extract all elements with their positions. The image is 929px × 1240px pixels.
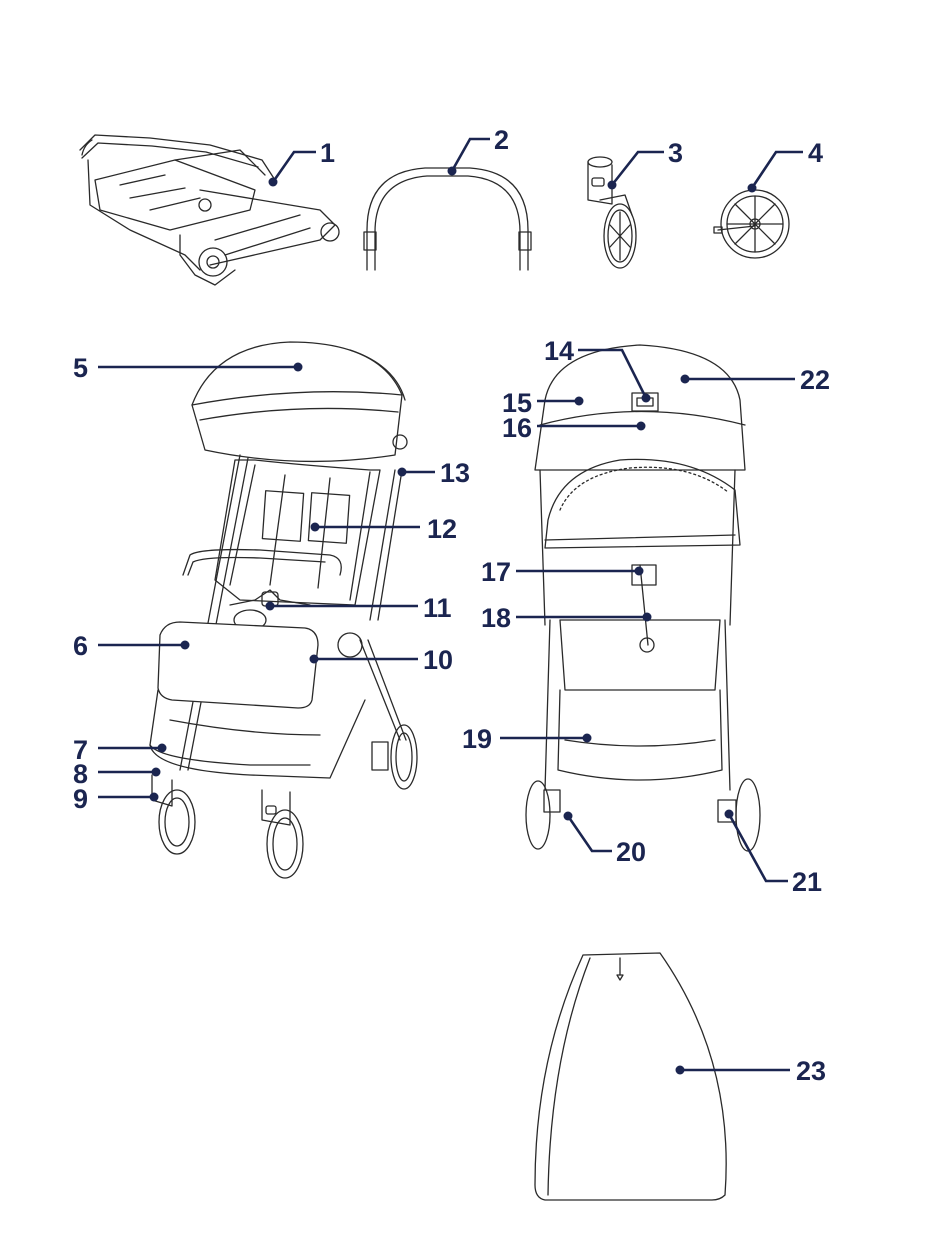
callout-number: 2: [494, 125, 509, 155]
callout-number: 7: [73, 735, 88, 765]
callout-dot: [447, 166, 457, 176]
stroller-front-view-illustration: [149, 341, 418, 879]
callout-21: 21: [724, 809, 822, 897]
callout-dot: [563, 811, 573, 821]
callout-number: 16: [502, 413, 532, 443]
callout-4: 4: [747, 138, 823, 193]
callout-18: 18: [481, 603, 652, 633]
callout-10: 10: [309, 645, 453, 675]
callout-dot: [607, 180, 617, 190]
callout-dot: [309, 654, 319, 664]
callout-9: 9: [73, 784, 159, 814]
callout-number: 22: [800, 365, 830, 395]
callout-dot: [157, 743, 167, 753]
callout-dot: [680, 374, 690, 384]
callout-dot: [641, 393, 651, 403]
callout-leader-line: [727, 813, 788, 883]
callout-number: 18: [481, 603, 511, 633]
callout-11: 11: [265, 593, 452, 623]
stroller-rear-view-illustration: [525, 344, 761, 852]
callout-dot: [293, 362, 303, 372]
callout-leader-line: [578, 348, 648, 399]
callout-20: 20: [563, 811, 646, 867]
callout-number: 10: [423, 645, 453, 675]
callout-dot: [634, 566, 644, 576]
callout-23: 23: [675, 1056, 826, 1086]
callout-number: 1: [320, 138, 335, 168]
callout-leader-line: [610, 150, 664, 186]
callout-number: 13: [440, 458, 470, 488]
callout-dot: [397, 467, 407, 477]
callout-leader-line: [450, 137, 490, 172]
callout-1: 1: [268, 138, 335, 187]
callout-number: 20: [616, 837, 646, 867]
callout-leader-line: [566, 815, 612, 853]
storage-bag-illustration: [534, 952, 727, 1201]
callout-dot: [151, 767, 161, 777]
rear-wheel-illustration: [713, 189, 790, 259]
callout-number: 9: [73, 784, 88, 814]
callout-dot: [574, 396, 584, 406]
callout-number: 23: [796, 1056, 826, 1086]
callout-dot: [747, 183, 757, 193]
callout-dot: [310, 522, 320, 532]
callout-22: 22: [680, 365, 830, 395]
callout-8: 8: [73, 759, 161, 789]
callout-dot: [265, 601, 275, 611]
callout-dot: [149, 792, 159, 802]
callout-16: 16: [502, 413, 646, 443]
callout-number: 12: [427, 514, 457, 544]
callout-number: 8: [73, 759, 88, 789]
callout-5: 5: [73, 353, 303, 383]
callout-number: 4: [808, 138, 823, 168]
callout-dot: [582, 733, 592, 743]
callout-6: 6: [73, 631, 190, 661]
callout-number: 14: [544, 336, 574, 366]
callout-leader-line: [750, 150, 803, 189]
callout-17: 17: [481, 557, 644, 587]
callout-dot: [642, 612, 652, 622]
callout-leader-line: [271, 150, 316, 183]
callout-15: 15: [502, 388, 584, 418]
callout-number: 21: [792, 867, 822, 897]
callout-dot: [724, 809, 734, 819]
callout-number: 17: [481, 557, 511, 587]
callout-14: 14: [544, 336, 651, 403]
callout-number: 3: [668, 138, 683, 168]
callout-number: 15: [502, 388, 532, 418]
front-wheel-illustration: [587, 156, 637, 269]
callout-number: 11: [423, 593, 452, 623]
callout-13: 13: [397, 458, 470, 488]
callout-19: 19: [462, 724, 592, 754]
callout-2: 2: [447, 125, 509, 176]
callout-7: 7: [73, 735, 167, 765]
callout-dot: [268, 177, 278, 187]
callout-dot: [675, 1065, 685, 1075]
callout-number: 6: [73, 631, 88, 661]
callout-3: 3: [607, 138, 683, 190]
callout-12: 12: [310, 514, 457, 544]
callout-number: 19: [462, 724, 492, 754]
callout-dot: [180, 640, 190, 650]
bumper-bar-illustration: [363, 167, 532, 271]
callout-dot: [636, 421, 646, 431]
folded-stroller-illustration: [79, 134, 340, 286]
callout-number: 5: [73, 353, 88, 383]
